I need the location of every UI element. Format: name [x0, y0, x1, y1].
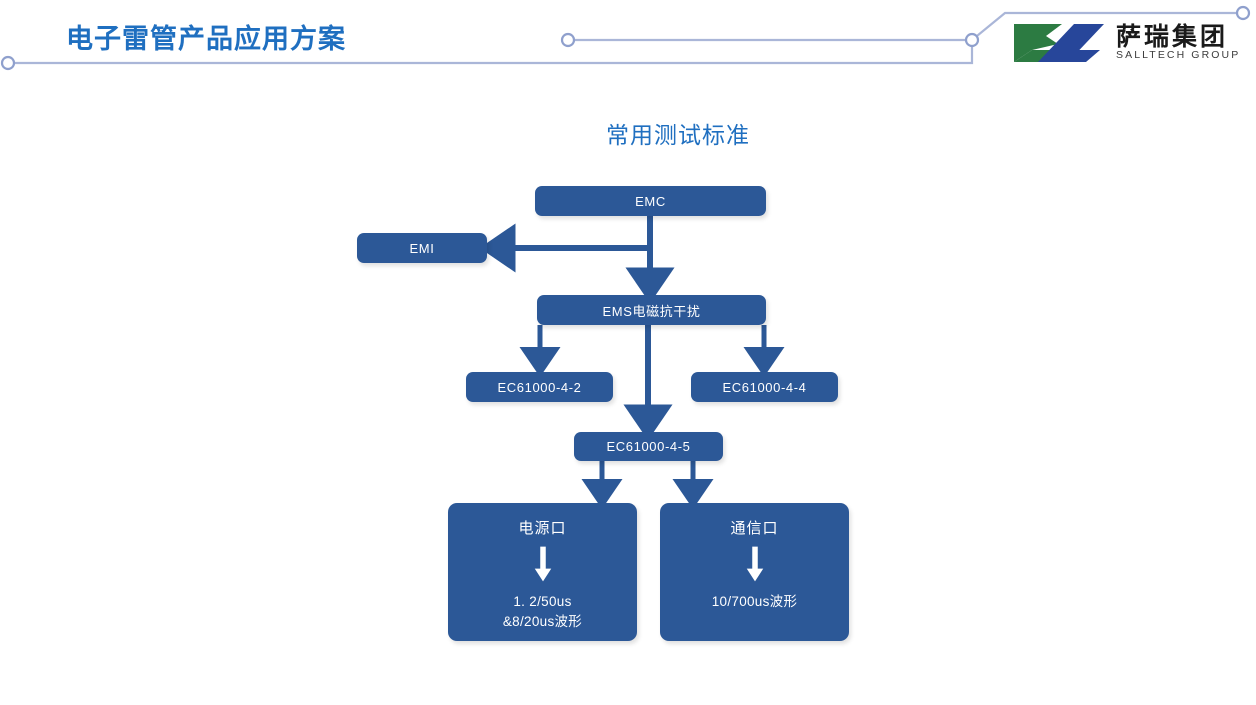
- comm-port-down-arrow-icon: [744, 544, 766, 584]
- company-logo: 萨瑞集团 SALLTECH GROUP: [1012, 20, 1242, 66]
- node-emc[interactable]: EMC: [535, 186, 766, 216]
- slide-heading-text: 常用测试标准: [606, 122, 750, 148]
- logo-name-en: SALLTECH GROUP: [1116, 49, 1241, 62]
- node-comm-port-caption-line1: 10/700us波形: [711, 594, 798, 609]
- node-emc-label: EMC: [635, 193, 666, 209]
- node-comm-port-title: 通信口: [730, 520, 779, 537]
- power-port-down-arrow-icon: [532, 544, 554, 584]
- slide-heading: 常用测试标准: [0, 116, 1256, 150]
- node-power-port[interactable]: 电源口 1. 2/50us &8/20us波形: [448, 503, 637, 641]
- logo-name-cn: 萨瑞集团: [1116, 23, 1229, 52]
- node-power-port-caption-line2: &8/20us波形: [502, 613, 583, 629]
- node-iec61000-4-2-label: EC61000-4-2: [497, 379, 582, 395]
- node-emi[interactable]: EMI: [357, 233, 487, 263]
- node-emi-label: EMI: [409, 240, 435, 256]
- node-power-port-caption-line1: 1. 2/50us: [513, 594, 572, 609]
- node-power-port-caption: 1. 2/50us &8/20us波形: [503, 592, 582, 631]
- node-iec61000-4-5-label: EC61000-4-5: [606, 439, 691, 454]
- node-comm-port[interactable]: 通信口 10/700us波形: [660, 503, 849, 641]
- node-iec61000-4-5[interactable]: EC61000-4-5: [574, 432, 723, 461]
- node-iec61000-4-4-label: EC61000-4-4: [722, 379, 807, 395]
- node-power-port-title: 电源口: [518, 520, 567, 537]
- node-iec61000-4-2[interactable]: EC61000-4-2: [466, 372, 613, 402]
- page-title: 电子雷管产品应用方案: [66, 24, 346, 54]
- node-comm-port-caption: 10/700us波形: [712, 592, 798, 612]
- node-ems-label: EMS电磁抗干扰: [602, 303, 701, 319]
- salltech-logo-mark-icon: [1014, 24, 1104, 62]
- logo-text-block: 萨瑞集团 SALLTECH GROUP: [1116, 24, 1240, 62]
- node-iec61000-4-4[interactable]: EC61000-4-4: [691, 372, 838, 402]
- node-ems[interactable]: EMS电磁抗干扰: [537, 295, 766, 325]
